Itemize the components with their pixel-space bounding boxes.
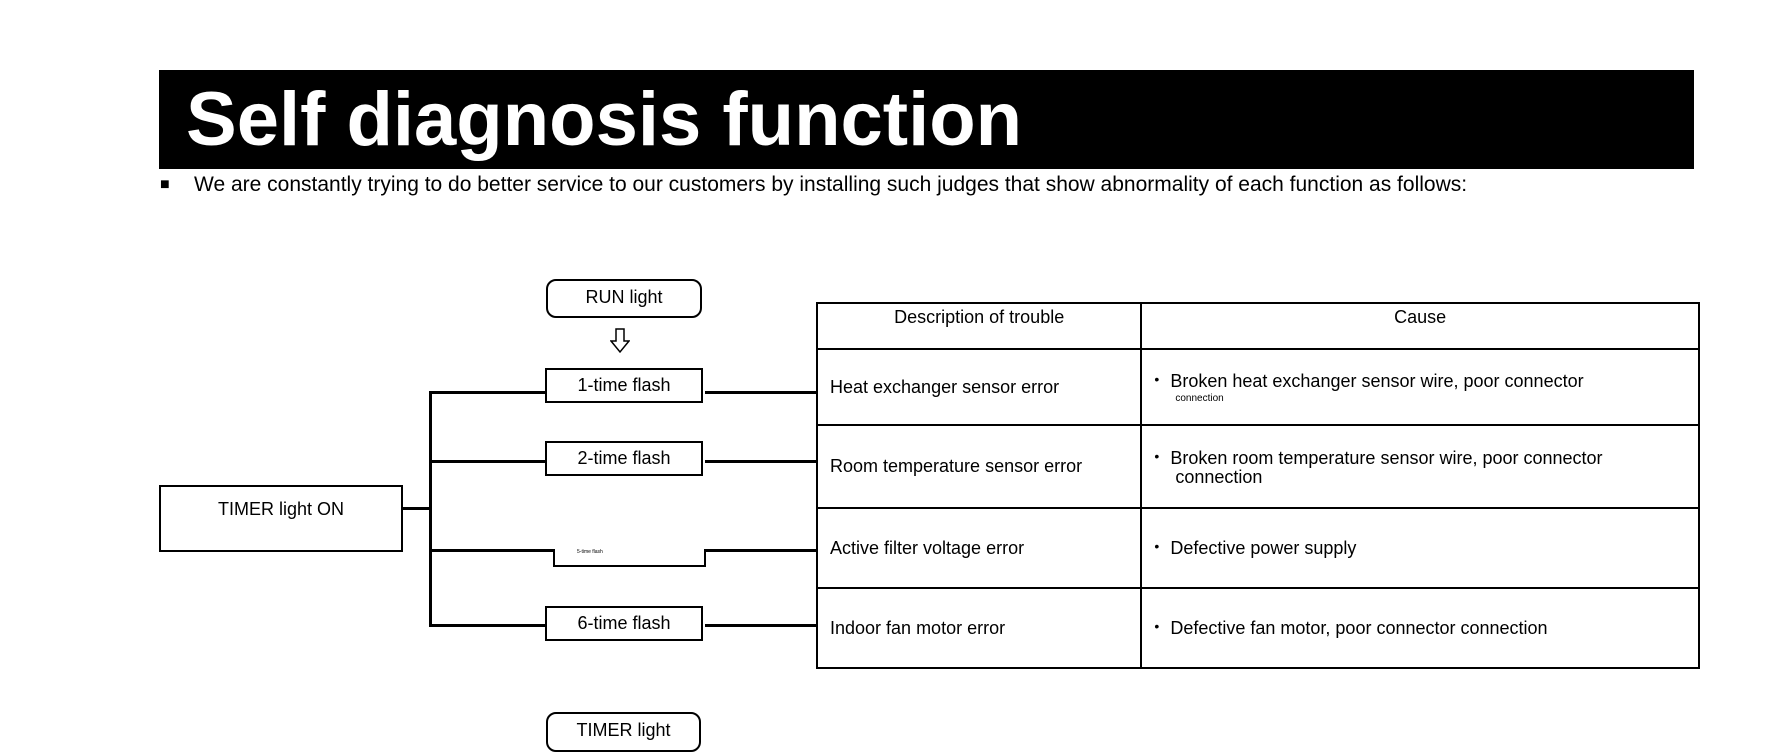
- cause-note: connection: [1175, 392, 1224, 404]
- flash-box-6: 6-time flash: [545, 606, 703, 641]
- cause-text: Defective fan motor, poor connector conn…: [1170, 617, 1548, 638]
- table-row: Indoor fan motor error • Defective fan m…: [815, 587, 1700, 669]
- trouble-cause: • Broken heat exchanger sensor wire, poo…: [1140, 348, 1700, 426]
- connector-line: [429, 624, 547, 627]
- flash-box-1: 1-time flash: [545, 368, 703, 403]
- cause-text: Defective power supply: [1170, 537, 1357, 558]
- trouble-table: Description of trouble Cause Heat exchan…: [815, 302, 1700, 669]
- run-light-label: RUN light: [546, 279, 702, 318]
- header-cause: Cause: [1140, 302, 1700, 350]
- timer-light-label: TIMER light: [546, 712, 701, 752]
- bullet-dot-icon: •: [1154, 447, 1160, 464]
- connector-line: [429, 391, 547, 394]
- header-description: Description of trouble: [815, 302, 1143, 350]
- square-bullet-icon: ■: [160, 176, 170, 193]
- flash-box-5: 5-time flash: [553, 549, 706, 567]
- trouble-cause: • Defective power supply: [1140, 507, 1700, 589]
- intro-paragraph: ■ We are constantly trying to do better s…: [160, 173, 1467, 197]
- bullet-dot-icon: •: [1154, 617, 1160, 634]
- table-header-row: Description of trouble Cause: [815, 302, 1700, 350]
- intro-text: We are constantly trying to do better se…: [194, 173, 1468, 196]
- bullet-dot-icon: •: [1154, 537, 1160, 554]
- connector-line: [403, 507, 431, 510]
- connector-line: [429, 460, 547, 463]
- trouble-cause: • Broken room temperature sensor wire, p…: [1140, 424, 1700, 509]
- cause-continuation: connection: [1175, 466, 1263, 487]
- page-title: Self diagnosis function: [159, 70, 1694, 169]
- table-row: Heat exchanger sensor error • Broken hea…: [815, 348, 1700, 426]
- connector-line: [705, 624, 817, 627]
- flash-box-2: 2-time flash: [545, 441, 703, 476]
- connector-line: [705, 391, 817, 394]
- table-row: Room temperature sensor error • Broken r…: [815, 424, 1700, 509]
- connector-line: [429, 391, 432, 627]
- trouble-description: Room temperature sensor error: [815, 424, 1143, 509]
- cause-text: Broken room temperature sensor wire, poo…: [1170, 447, 1603, 468]
- cause-text: Broken heat exchanger sensor wire, poor …: [1170, 370, 1584, 391]
- down-arrow-icon: [610, 328, 630, 354]
- bullet-dot-icon: •: [1154, 370, 1160, 387]
- trouble-cause: • Defective fan motor, poor connector co…: [1140, 587, 1700, 669]
- trouble-description: Indoor fan motor error: [815, 587, 1143, 669]
- timer-light-on-box: TIMER light ON: [159, 485, 403, 552]
- trouble-description: Heat exchanger sensor error: [815, 348, 1143, 426]
- table-row: Active filter voltage error • Defective …: [815, 507, 1700, 589]
- trouble-description: Active filter voltage error: [815, 507, 1143, 589]
- connector-line: [705, 460, 817, 463]
